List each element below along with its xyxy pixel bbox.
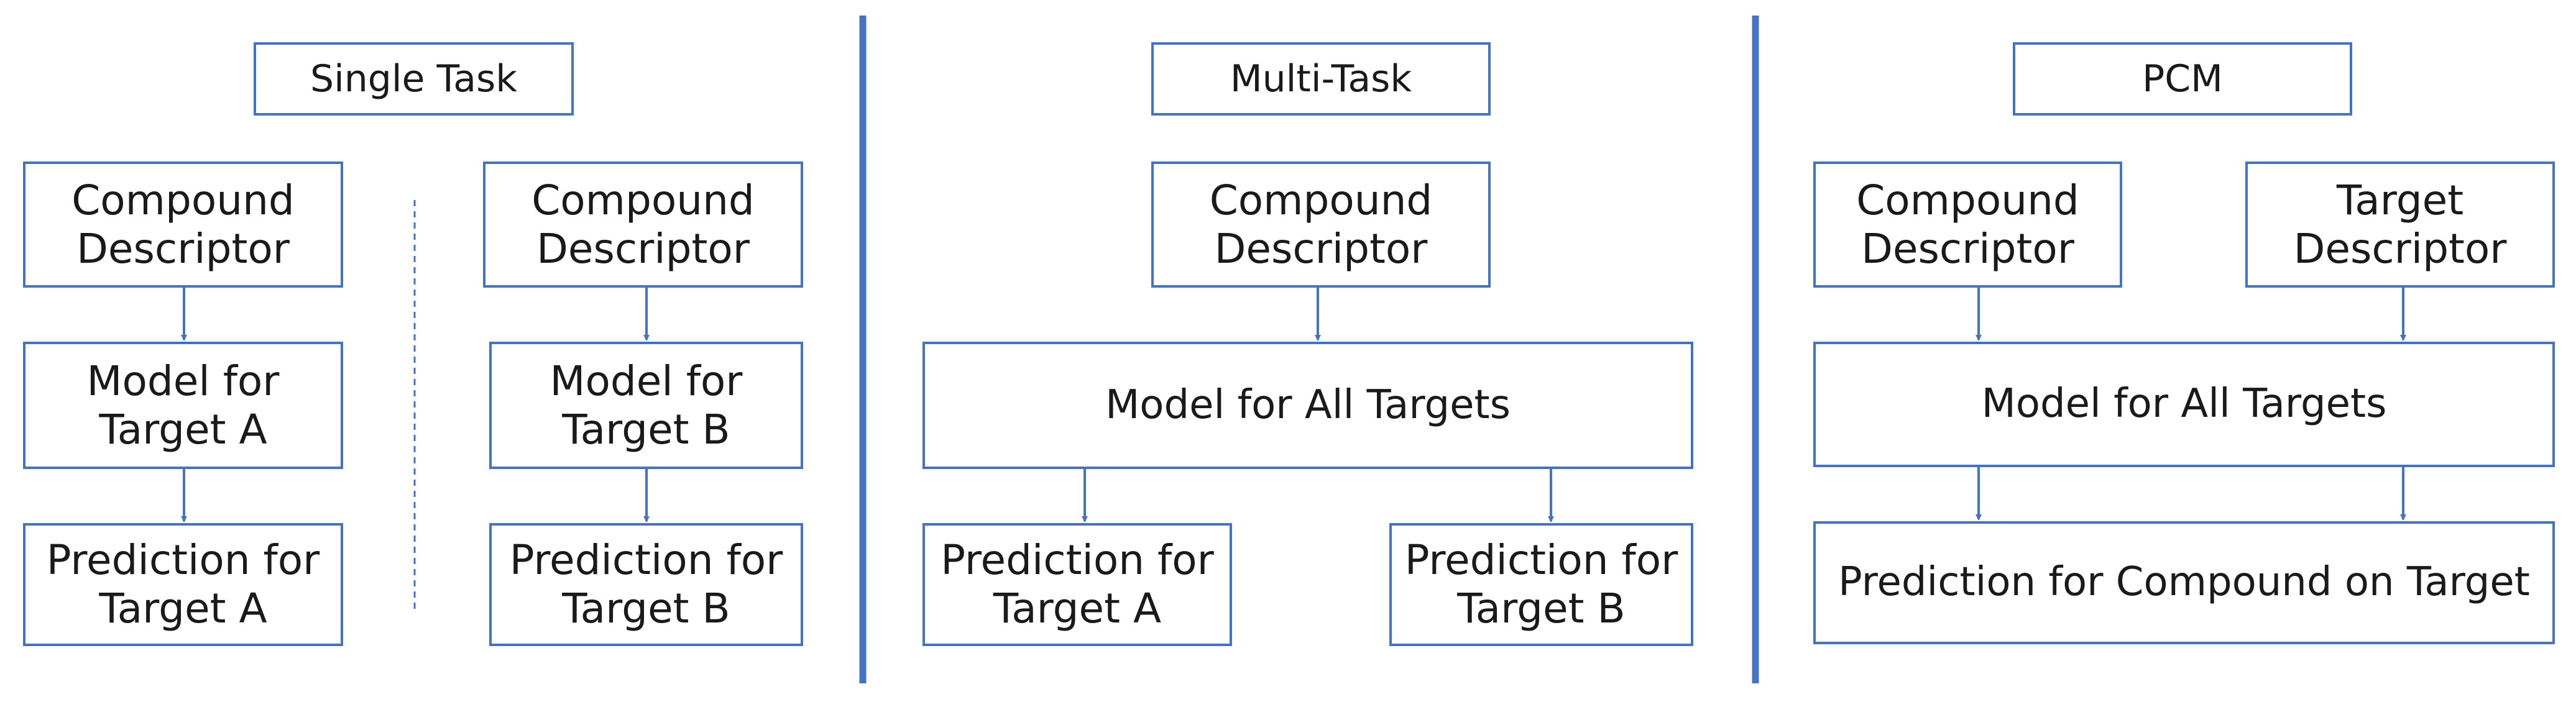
pcm-prediction: Prediction for Compound on Target xyxy=(1813,521,2555,644)
multi-task-model: Model for All Targets xyxy=(922,342,1693,469)
pcm-compound-descriptor: Compound Descriptor xyxy=(1813,162,2122,288)
multi-task-prediction-b: Prediction for Target B xyxy=(1389,523,1693,646)
multi-task-prediction-a: Prediction for Target A xyxy=(922,523,1232,646)
pcm-model: Model for All Targets xyxy=(1813,342,2555,467)
multi-task-descriptor: Compound Descriptor xyxy=(1151,162,1491,288)
single-task-left-prediction: Prediction for Target A xyxy=(23,523,343,646)
single-task-left-model: Model for Target A xyxy=(23,342,343,469)
single-task-right-descriptor: Compound Descriptor xyxy=(483,162,803,288)
single-task-title: Single Task xyxy=(254,42,574,116)
pcm-target-descriptor: Target Descriptor xyxy=(2245,162,2555,288)
single-task-right-prediction: Prediction for Target B xyxy=(489,523,803,646)
single-task-left-descriptor: Compound Descriptor xyxy=(23,162,343,288)
multi-task-title: Multi-Task xyxy=(1151,42,1491,116)
pcm-title: PCM xyxy=(2013,42,2352,116)
single-task-right-model: Model for Target B xyxy=(489,342,803,469)
